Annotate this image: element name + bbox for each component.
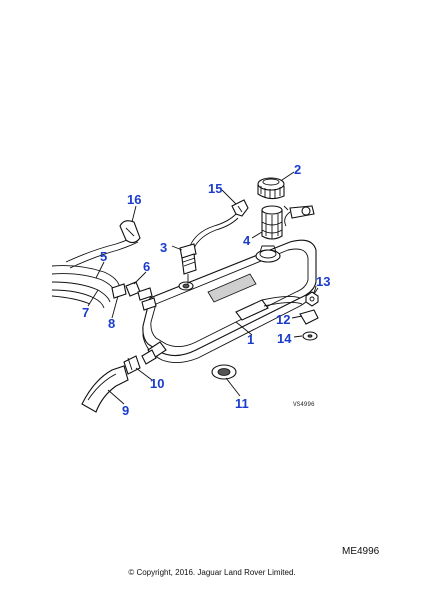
- strainer: [261, 205, 283, 240]
- nut-13: [305, 291, 319, 307]
- breather-hose: [179, 213, 239, 284]
- callout-9: 9: [122, 403, 129, 418]
- callout-5: 5: [100, 249, 107, 264]
- grommet-11: [211, 364, 237, 380]
- leader-lines: [87, 171, 319, 405]
- bracket-12: [299, 309, 319, 325]
- callout-7: 7: [82, 305, 89, 320]
- view-reference: VS4996: [293, 401, 315, 408]
- level-sensor: [283, 205, 315, 227]
- callout-10: 10: [150, 376, 164, 391]
- callout-13: 13: [316, 274, 330, 289]
- callout-8: 8: [108, 316, 115, 331]
- callout-1: 1: [247, 332, 254, 347]
- callout-6: 6: [143, 259, 150, 274]
- callout-2: 2: [294, 162, 301, 177]
- callout-12: 12: [276, 312, 290, 327]
- callout-11: 11: [235, 396, 249, 411]
- clip-16: [119, 220, 141, 244]
- callout-4: 4: [243, 233, 251, 248]
- copyright-notice: © Copyright, 2016. Jaguar Land Rover Lim…: [128, 568, 296, 577]
- expansion-tank: [141, 239, 317, 365]
- callout-16: 16: [127, 192, 141, 207]
- callout-15: 15: [208, 181, 222, 196]
- hose-9: [81, 355, 141, 413]
- callout-numbers: 1 2 3 4 5 6 7 8 9 10 11 12 13 14 15 16: [82, 162, 330, 418]
- diagram-code: ME4996: [342, 546, 380, 557]
- hose-5-7: [51, 235, 157, 311]
- callout-3: 3: [160, 240, 167, 255]
- callout-14: 14: [277, 331, 292, 346]
- washer-14: [302, 331, 318, 341]
- filler-cap: [257, 177, 285, 200]
